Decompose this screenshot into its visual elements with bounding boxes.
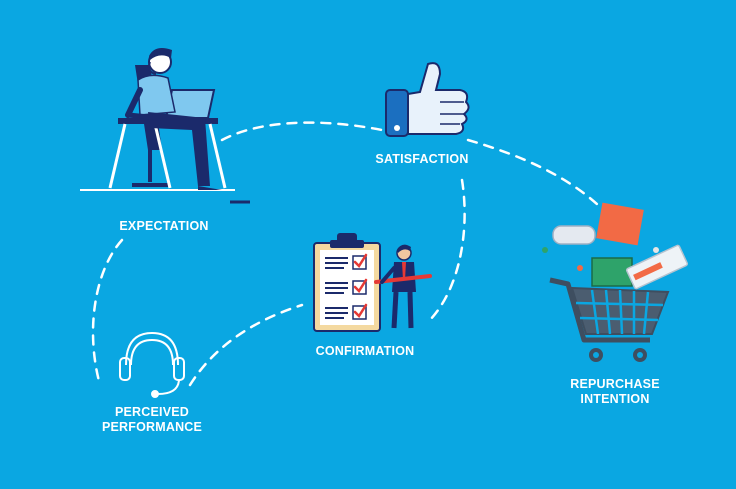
connector-satisfaction-confirmation: [426, 178, 466, 324]
connector-expectation-perceived: [91, 238, 124, 387]
expectation-label: EXPECTATION: [104, 219, 224, 234]
connector-perceived-confirmation: [188, 303, 304, 387]
checklist-businessman-icon: [313, 233, 432, 332]
perceived-label-line2: PERFORMANCE: [101, 420, 203, 434]
confirmation-label-text: CONFIRMATION: [315, 344, 415, 358]
repurchase-intention-label: REPURCHASE INTENTION: [555, 377, 675, 407]
connector-expectation-satisfaction: [220, 121, 384, 142]
repurchase-label-line2: INTENTION: [580, 392, 650, 406]
repurchase-label-line1: REPURCHASE: [570, 377, 660, 391]
confirmation-label: CONFIRMATION: [300, 344, 430, 359]
shopping-cart-icon: [542, 202, 689, 362]
person-at-laptop-icon: [80, 48, 250, 204]
headphones-icon: [119, 331, 185, 398]
satisfaction-label: SATISFACTION: [362, 152, 482, 167]
connector-satisfaction-repurchase: [466, 138, 600, 207]
satisfaction-label-text: SATISFACTION: [375, 152, 469, 166]
thumbs-up-icon: [385, 62, 470, 137]
expectation-label-text: EXPECTATION: [119, 219, 209, 233]
perceived-label-line1: PERCEIVED: [114, 405, 190, 419]
perceived-performance-label: PERCEIVED PERFORMANCE: [92, 405, 212, 435]
